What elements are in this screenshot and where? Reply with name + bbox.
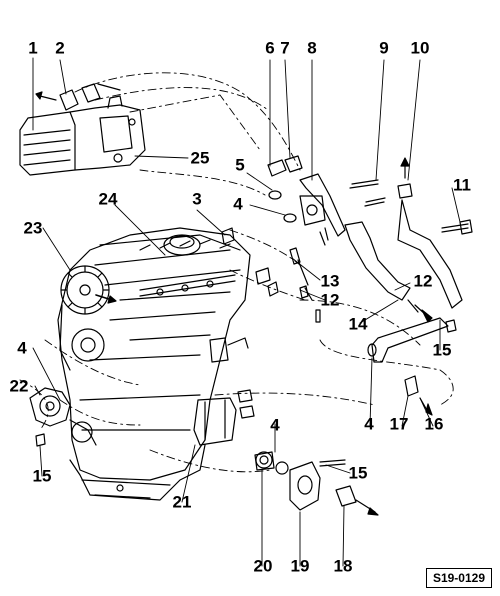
callout-22: 22 <box>9 376 29 396</box>
callout-15-right: 15 <box>432 340 452 360</box>
callout-4-bottom: 4 <box>270 415 280 435</box>
coolant-pipe-17 <box>367 299 449 416</box>
callout-20: 20 <box>253 556 273 576</box>
callout-18: 18 <box>333 556 353 576</box>
coolant-flange-upper <box>267 155 346 246</box>
water-pump <box>29 387 97 446</box>
callout-24: 24 <box>98 189 118 209</box>
thermostat-housing <box>254 451 379 516</box>
callout-15-left: 15 <box>32 466 52 486</box>
callout-15-bottom: 15 <box>348 463 368 483</box>
callout-4-mid: 4 <box>364 414 374 434</box>
engine-block <box>57 227 251 481</box>
callout-12-left: 12 <box>320 290 340 310</box>
callout-4-upper: 4 <box>233 194 243 214</box>
callout-11: 11 <box>453 175 471 195</box>
callout-19: 19 <box>290 556 310 576</box>
callout-10: 10 <box>410 38 430 58</box>
callout-3: 3 <box>192 189 202 209</box>
callout-7: 7 <box>280 38 290 58</box>
callout-23: 23 <box>23 218 43 238</box>
clamps-and-bolts <box>35 227 457 447</box>
callout-5: 5 <box>235 155 245 175</box>
callout-16: 16 <box>424 414 444 434</box>
callout-21: 21 <box>172 492 192 512</box>
callout-2: 2 <box>55 38 65 58</box>
figure-reference-code: S19-0129 <box>425 568 492 588</box>
timing-belt-pulley <box>59 265 117 371</box>
leader-lines <box>32 57 461 567</box>
callout-9: 9 <box>379 38 389 58</box>
oil-filter-housing <box>193 337 249 446</box>
callout-8: 8 <box>307 38 317 58</box>
callout-14: 14 <box>348 314 368 334</box>
egr-cooler <box>19 95 146 176</box>
callout-12-right: 12 <box>413 271 433 291</box>
callout-6: 6 <box>265 38 275 58</box>
callout-1: 1 <box>28 38 38 58</box>
oil-pan <box>69 444 206 501</box>
hose-routing-lines <box>19 72 454 473</box>
callout-17: 17 <box>389 414 409 434</box>
sensor-connectors-top-left <box>35 83 121 111</box>
callout-4-left: 4 <box>17 338 27 358</box>
coolant-pipe-upper-right <box>344 157 473 309</box>
callout-25: 25 <box>190 148 210 168</box>
callout-13: 13 <box>320 271 340 291</box>
